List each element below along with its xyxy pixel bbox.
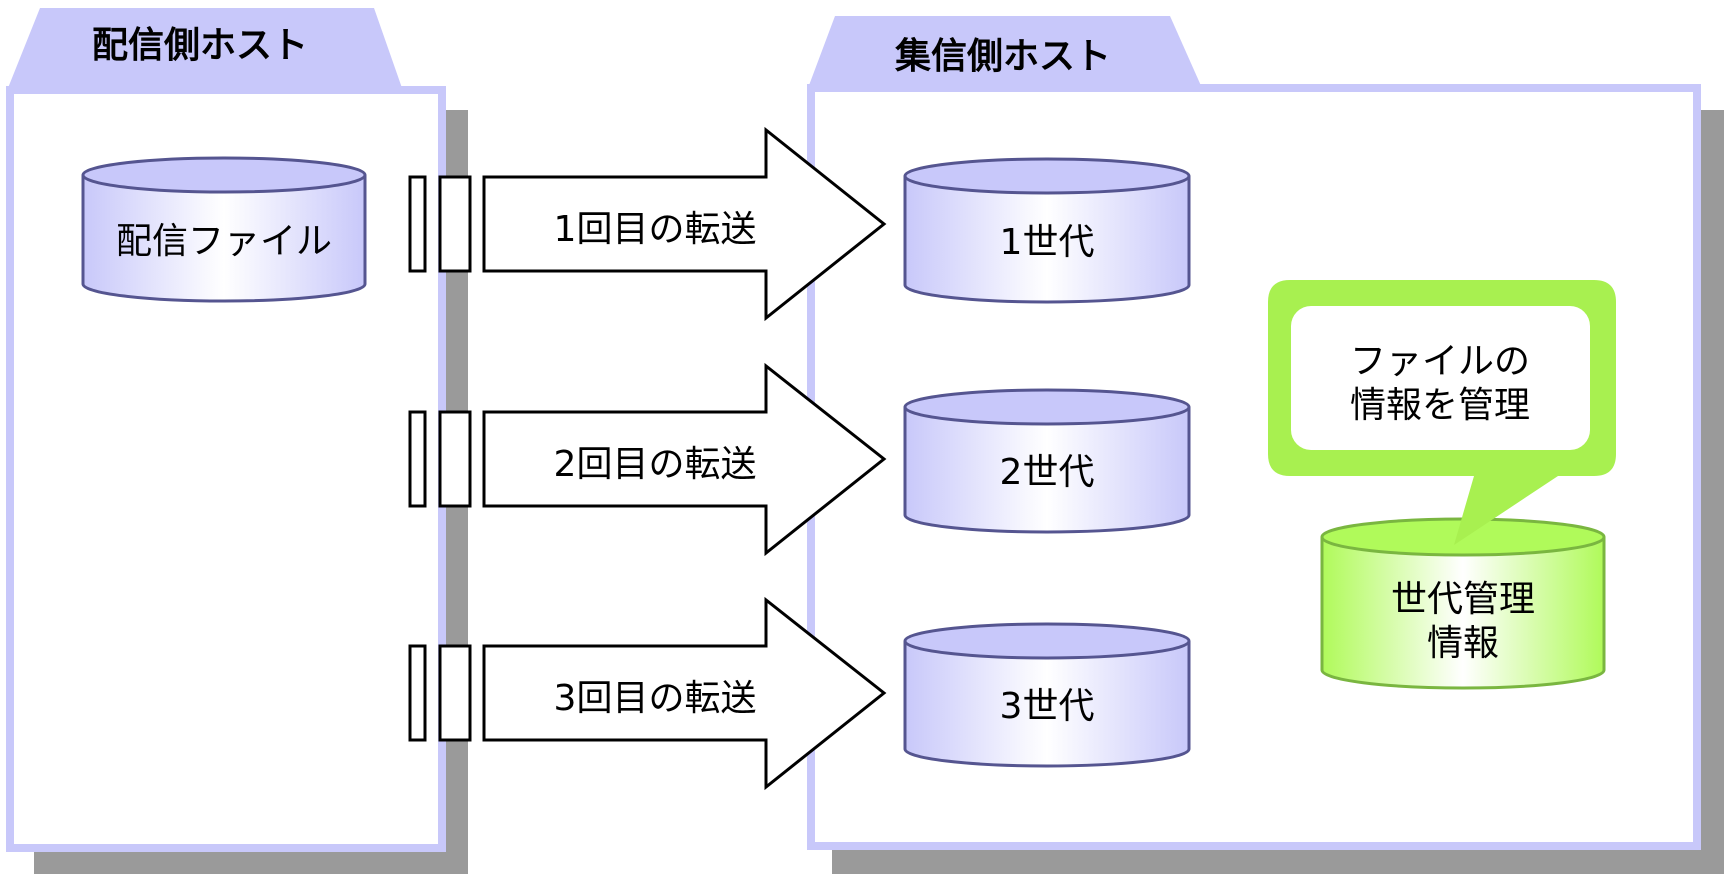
- transfer-arrow-2: 2回目の転送: [408, 362, 887, 557]
- sender-tab: [8, 8, 402, 88]
- receiver-title: 集信側ホスト: [894, 36, 1111, 77]
- packet-bar: [408, 175, 427, 273]
- transfer-label-1: 1回目の転送: [554, 209, 757, 250]
- generation-cylinder-2: 2世代: [903, 388, 1191, 534]
- generation-label-2: 2世代: [1000, 452, 1095, 493]
- transfer-arrow-1: 1回目の転送: [408, 126, 887, 322]
- arrow-shape: [482, 596, 887, 791]
- callout-bubble: ファイルの 情報を管理: [1268, 280, 1616, 545]
- sender-host: 配信側ホスト 配信ファイル: [6, 8, 468, 874]
- packet-bar: [438, 410, 472, 508]
- transfer-arrow-3: 3回目の転送: [408, 596, 887, 791]
- mgmt-db-line-1: 世代管理: [1391, 579, 1535, 620]
- arrow-shape: [482, 362, 887, 557]
- transfer-label-3: 3回目の転送: [554, 678, 757, 719]
- packet-bar: [438, 644, 472, 742]
- mgmt-db-line-2: 情報: [1427, 623, 1499, 664]
- generation-label-1: 1世代: [1000, 222, 1095, 263]
- receiver-tab: [808, 16, 1202, 88]
- callout-inner: [1291, 306, 1590, 450]
- generation-management-cylinder: 世代管理 情報: [1320, 517, 1606, 690]
- packet-bar: [408, 410, 427, 508]
- sender-title: 配信側ホスト: [92, 25, 308, 66]
- generation-cylinder-1: 1世代: [903, 157, 1191, 304]
- generation-cylinder-3: 3世代: [903, 622, 1191, 768]
- packet-bar: [408, 644, 427, 742]
- transfer-label-2: 2回目の転送: [554, 444, 757, 485]
- sender-file-cylinder: 配信ファイル: [81, 156, 367, 303]
- sender-file-label: 配信ファイル: [116, 221, 332, 262]
- generation-label-3: 3世代: [1000, 686, 1095, 727]
- callout-line-1: ファイルの: [1350, 341, 1530, 382]
- receiver-host: 集信側ホスト 1世代 2世代 3世代 世代管理 情報 ファイル: [807, 16, 1724, 874]
- callout-line-2: 情報を管理: [1350, 385, 1530, 426]
- packet-bar: [438, 175, 472, 273]
- arrow-shape: [482, 126, 887, 322]
